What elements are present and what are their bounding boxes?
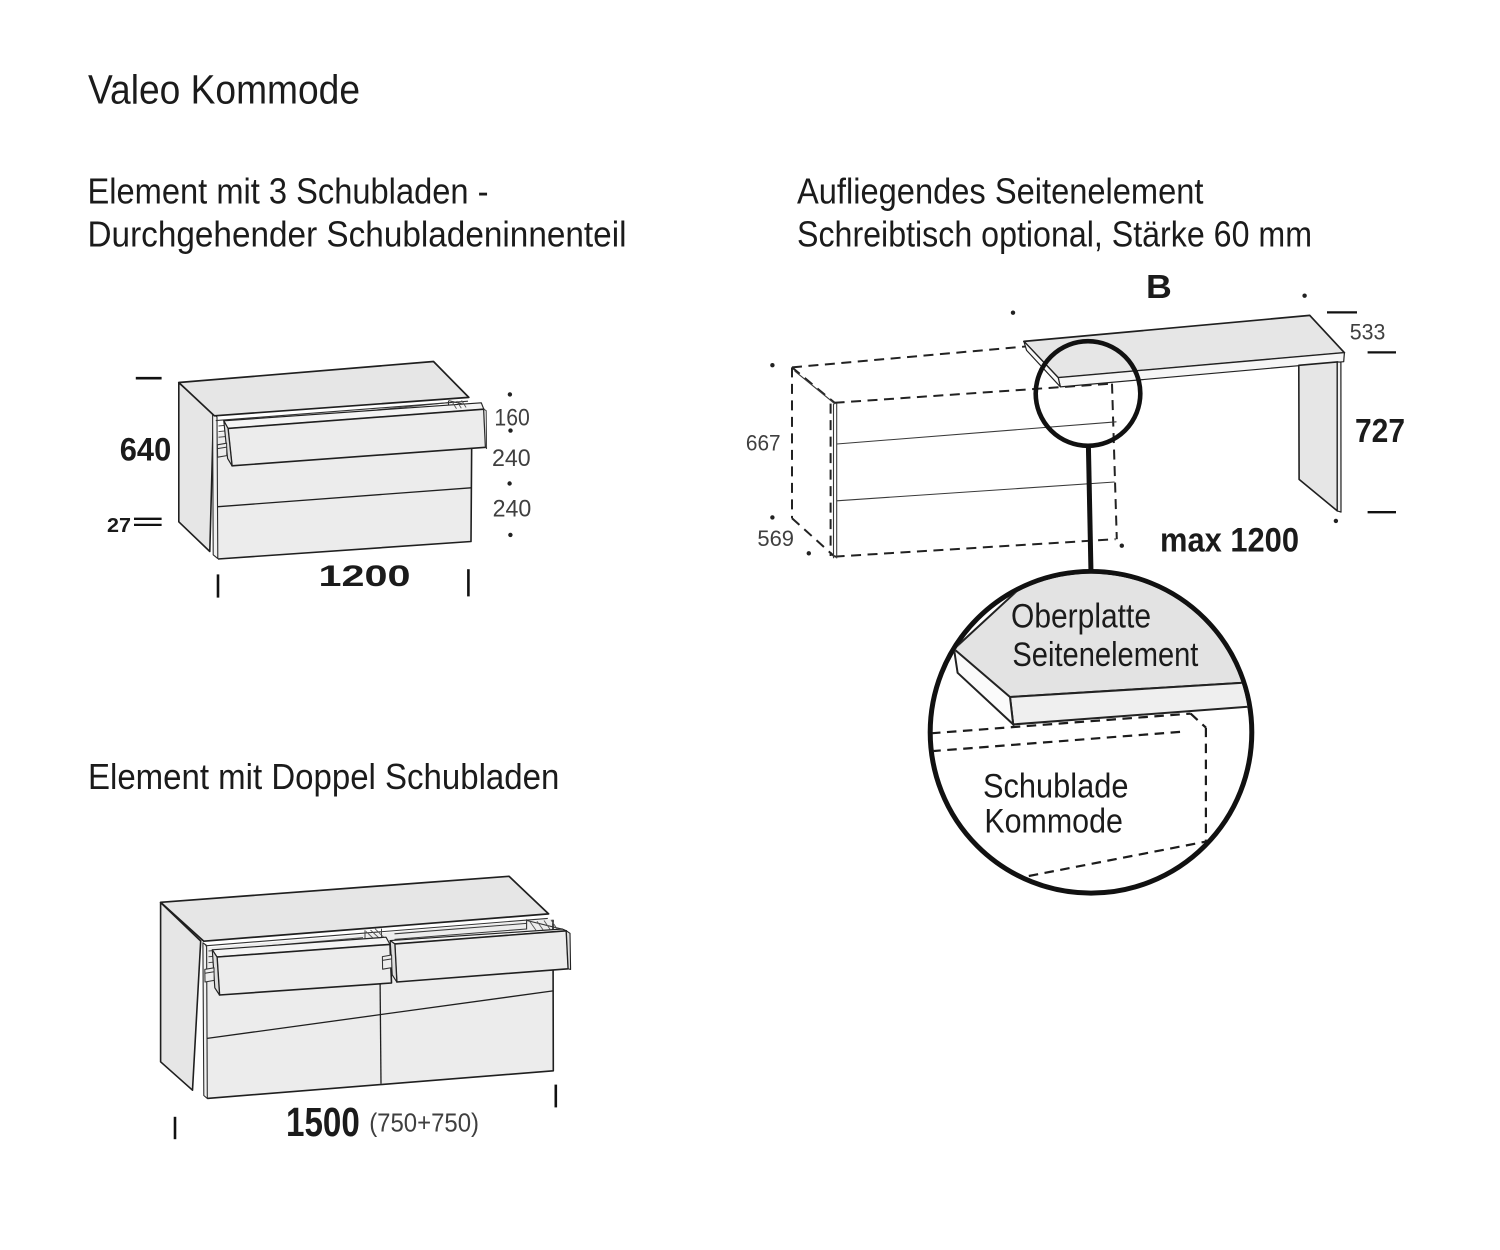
svg-text:(750+750): (750+750) [369, 1108, 479, 1138]
svg-text:640: 640 [120, 432, 171, 468]
svg-text:Schreibtisch optional, Stärke: Schreibtisch optional, Stärke 60 mm [797, 213, 1312, 254]
svg-text:Oberplatte: Oberplatte [1011, 598, 1151, 636]
svg-text:240: 240 [493, 496, 532, 523]
svg-text:1500: 1500 [286, 1099, 360, 1145]
svg-text:max 1200: max 1200 [1160, 521, 1299, 559]
svg-text:160: 160 [494, 405, 529, 432]
svg-text:Kommode: Kommode [984, 802, 1123, 840]
svg-text:533: 533 [1350, 319, 1386, 344]
svg-text:569: 569 [757, 526, 794, 551]
svg-text:Aufliegendes Seitenelement: Aufliegendes Seitenelement [797, 171, 1204, 212]
svg-text:240: 240 [492, 445, 531, 472]
svg-text:Durchgehender Schubladeninnent: Durchgehender Schubladeninnenteil [88, 213, 627, 254]
svg-text:Element mit 3 Schubladen -: Element mit 3 Schubladen - [88, 171, 489, 212]
svg-text:Valeo Kommode: Valeo Kommode [88, 67, 360, 113]
svg-text:Element mit Doppel Schubladen: Element mit Doppel Schubladen [88, 756, 559, 797]
svg-text:B: B [1146, 268, 1172, 305]
svg-text:27: 27 [107, 514, 131, 537]
svg-text:1200: 1200 [319, 560, 411, 593]
svg-text:Schublade: Schublade [983, 768, 1129, 806]
svg-text:667: 667 [746, 430, 781, 455]
svg-text:Seitenelement: Seitenelement [1012, 636, 1198, 674]
svg-text:727: 727 [1355, 412, 1405, 449]
